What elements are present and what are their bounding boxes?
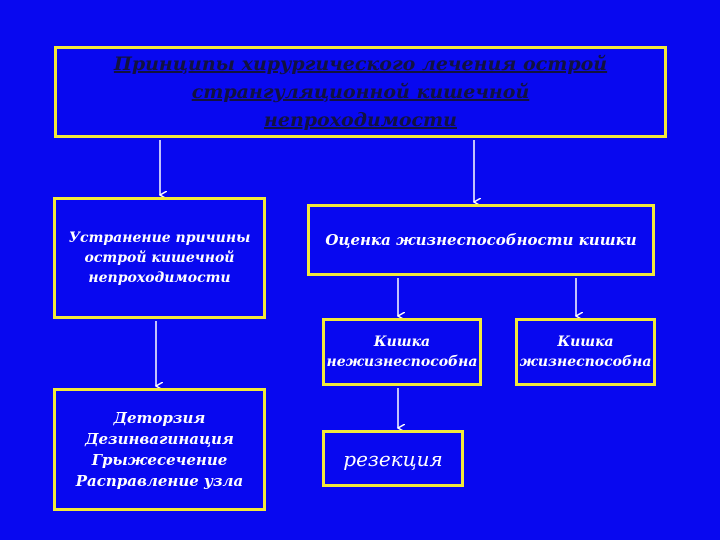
method-item: Грыжесечение [91,450,228,469]
methods-list: Деторзия Дезинвагинация Грыжесечение Рас… [76,408,243,492]
nonviable-bowel-box: Кишка нежизнеспособна [322,318,482,386]
method-item: Расправление узла [75,471,244,490]
cause-elimination-box: Устранение причины острой кишечной непро… [53,197,266,319]
resection-label: резекция [343,446,443,471]
title-box: Принципы хирургического лечения острой с… [54,46,667,138]
viability-evaluation-box: Оценка жизнеспособности кишки [307,204,655,276]
methods-box: Деторзия Дезинвагинация Грыжесечение Рас… [53,388,266,511]
viable-bowel-box: Кишка жизнеспособна [515,318,656,386]
viability-evaluation-label: Оценка жизнеспособности кишки [325,231,637,249]
nonviable-bowel-label: Кишка нежизнеспособна [326,334,478,370]
cause-elimination-label: Устранение причины острой кишечной непро… [68,230,251,286]
method-item: Деторзия [113,408,206,427]
diagram-title: Принципы хирургического лечения острой с… [113,53,608,131]
viable-bowel-label: Кишка жизнеспособна [519,334,652,370]
method-item: Дезинвагинация [85,429,234,448]
resection-box: резекция [322,430,464,487]
